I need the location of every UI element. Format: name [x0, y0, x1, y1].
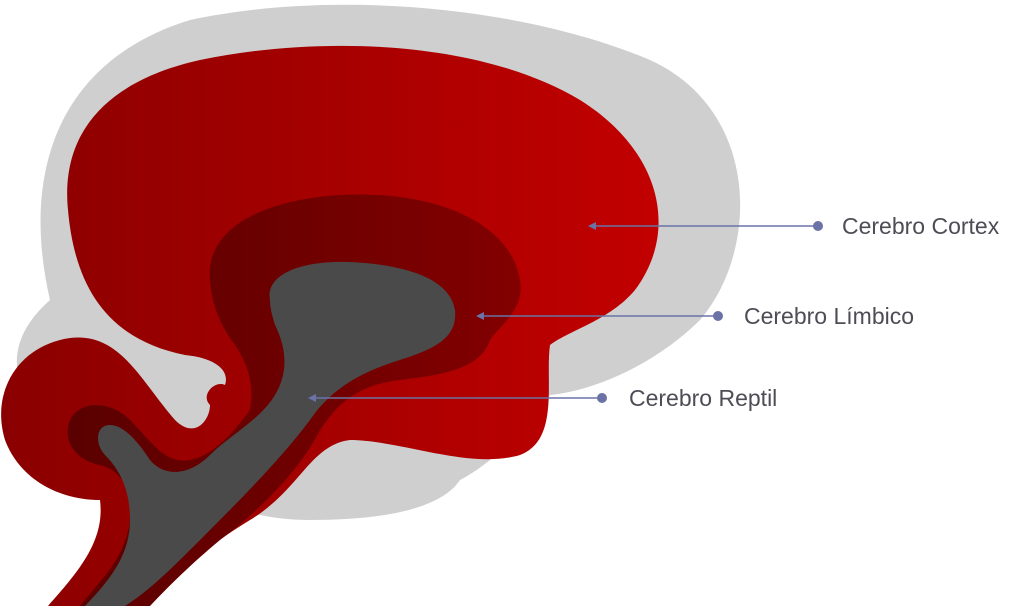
pointer-limbic — [476, 311, 723, 321]
pointer-reptil — [308, 393, 607, 403]
label-cerebro-reptil: Cerebro Reptil — [629, 385, 778, 411]
reptilian-region — [85, 261, 456, 606]
label-cerebro-limbico: Cerebro Límbico — [744, 303, 915, 329]
pointer-cortex — [588, 221, 823, 231]
label-cerebro-cortex: Cerebro Cortex — [842, 213, 1000, 239]
